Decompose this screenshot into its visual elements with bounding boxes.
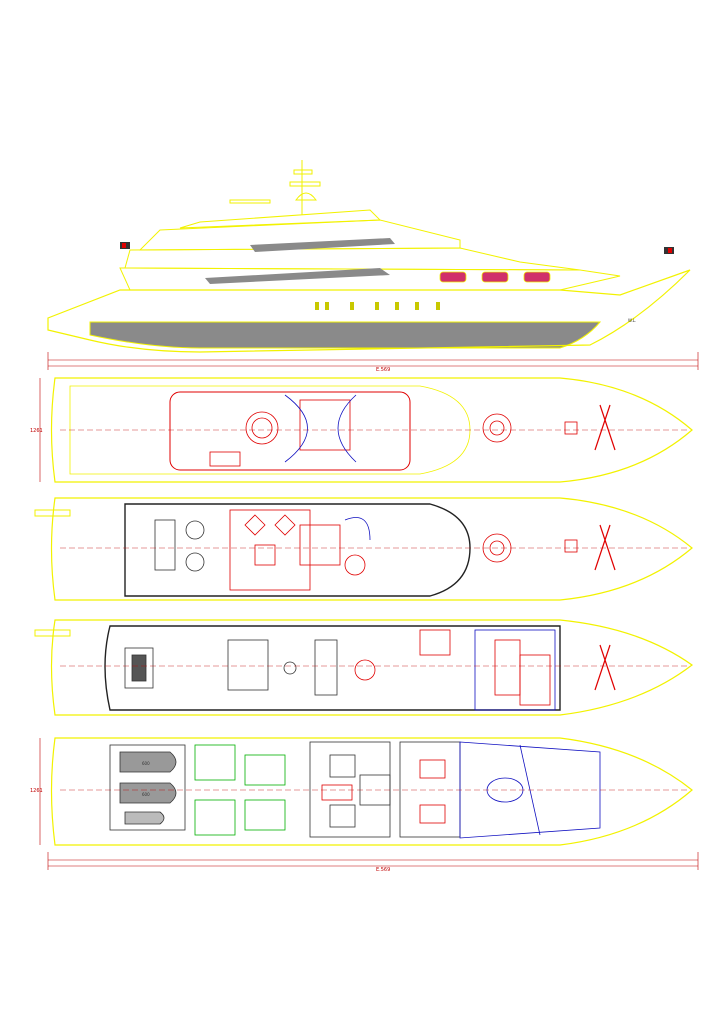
bridge-deck-anchor-gear: [594, 524, 616, 571]
waterline-label: W.L.: [628, 318, 636, 323]
superstructure: [119, 209, 621, 291]
lower-deck-plan: 600 600 1261: [30, 737, 693, 846]
main-deck-hull-outline: [50, 619, 694, 716]
main-deck-cabin-furniture: [354, 629, 551, 706]
tender-2-label: 600: [142, 792, 150, 797]
mast: [229, 160, 321, 215]
main-deck-plan: [34, 619, 694, 716]
profile-view: W.L. E.569: [47, 160, 699, 373]
main-window-band: [205, 268, 390, 284]
main-deck-aft-dining: [124, 647, 154, 689]
sun-deck-furniture: [209, 399, 578, 467]
main-deck-anchor-gear: [594, 644, 616, 691]
stern-flag: [120, 242, 130, 249]
hull-underwater: [89, 321, 602, 349]
sun-deck-plan: 1261: [30, 377, 693, 483]
guest-cabin-beds: [321, 759, 446, 824]
main-deck-saloon-furniture: [227, 639, 338, 696]
hull-portholes: [315, 302, 440, 310]
bow-flag: [664, 247, 674, 254]
bottom-dimension-line: [47, 852, 699, 870]
bridge-deck-plan: [34, 497, 693, 601]
tender-bay: [109, 744, 186, 831]
lower-deck-hull-outline: [50, 737, 693, 846]
sun-deck-beam-label: 1261: [30, 428, 43, 434]
sun-deck-anchor-gear: [594, 404, 616, 451]
bottom-length-label: E.569: [376, 867, 390, 873]
profile-dimension-line: [47, 352, 699, 370]
hull-outline: [47, 269, 691, 353]
bridge-deck-hull-outline: [50, 497, 693, 601]
bridge-deck-dining: [154, 519, 205, 572]
saloon-windows: [439, 271, 551, 283]
profile-length-label: E.569: [376, 367, 390, 373]
engine-room: [194, 744, 286, 836]
bridge-deck-furniture: [229, 509, 578, 591]
lower-deck-beam-label: 1261: [30, 788, 43, 794]
upper-window-band: [250, 238, 395, 252]
sun-deck-hull-outline: [50, 377, 693, 483]
tender-1-label: 600: [142, 761, 150, 766]
